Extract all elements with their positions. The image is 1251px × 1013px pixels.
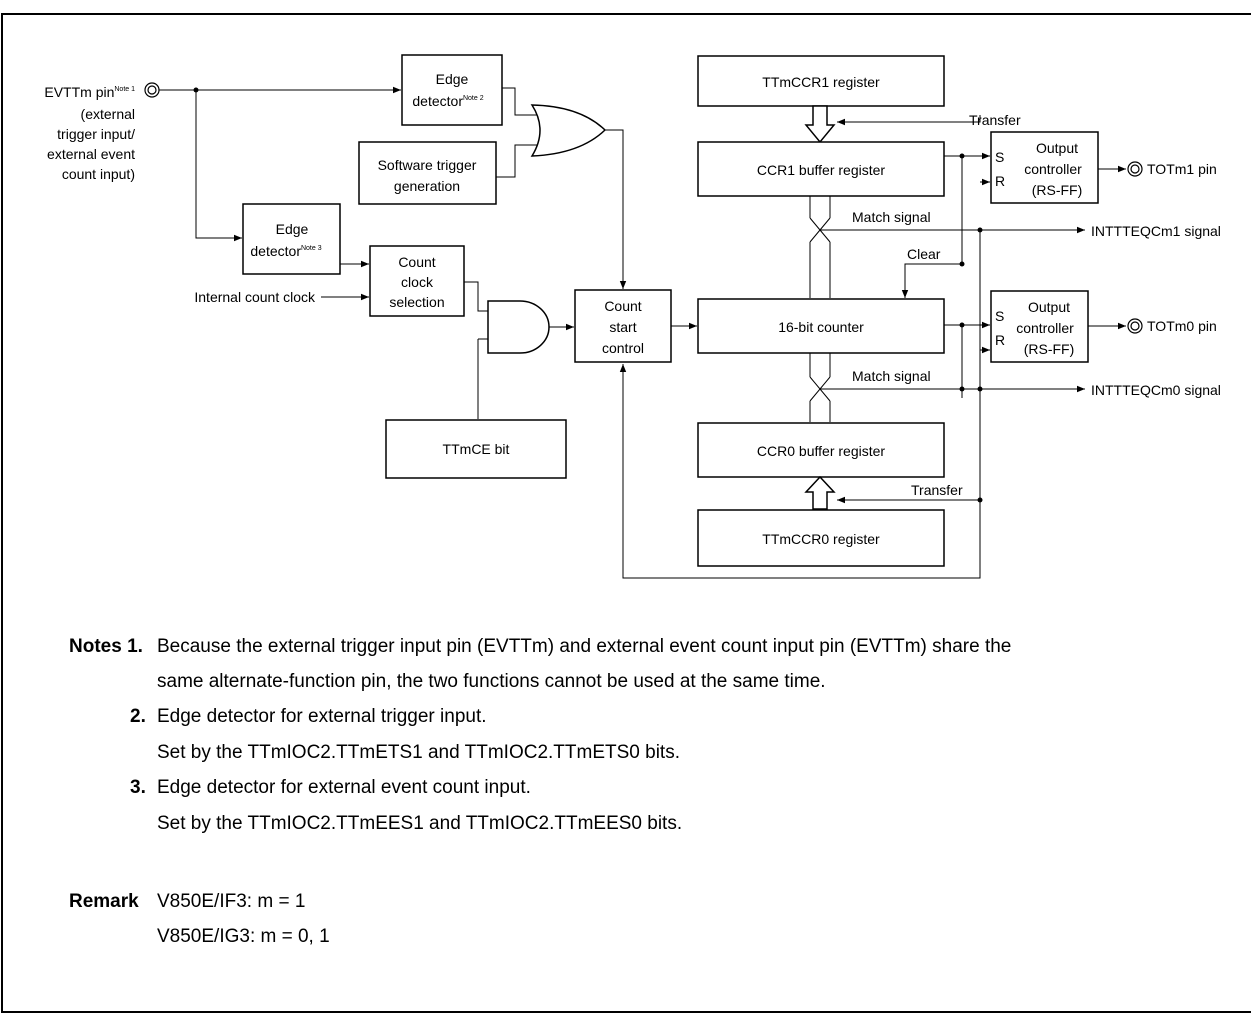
svg-text:CCR1 buffer register: CCR1 buffer register — [757, 162, 885, 178]
note3-line2: Set by the TTmIOC2.TTmEES1 and TTmIOC2.T… — [157, 813, 683, 834]
output-controller-0 — [990, 290, 1089, 363]
svg-text:S: S — [995, 308, 1004, 324]
ttmccr0-register — [697, 509, 945, 567]
svg-text:selection: selection — [389, 294, 444, 310]
count-clock-selection — [369, 245, 465, 317]
comparator-1 — [809, 196, 831, 298]
match-signal-label-0: Match signal — [852, 368, 931, 384]
note2-number: 2. — [130, 706, 146, 727]
internal-count-clock-label: Internal count clock — [194, 289, 316, 305]
totm0-pin-label: TOTm0 pin — [1147, 318, 1217, 334]
svg-text:generation: generation — [394, 178, 460, 194]
svg-text:(RS-FF): (RS-FF) — [1032, 182, 1083, 198]
svg-text:Edge: Edge — [276, 221, 309, 237]
clear-label: Clear — [907, 246, 941, 262]
transfer-label-1: Transfer — [969, 112, 1021, 128]
svg-text:EVTTm pinNote 1: EVTTm pinNote 1 — [44, 84, 135, 100]
note1-line2: same alternate-function pin, the two fun… — [157, 671, 826, 692]
svg-text:Output: Output — [1036, 140, 1078, 156]
edge-detector-event — [242, 203, 341, 275]
totm1-pin-icon — [1127, 161, 1143, 177]
intttteqcm1-signal: INTTTEQCm1 signal — [1091, 223, 1221, 239]
count-start-control — [574, 289, 672, 363]
note2-line1: Edge detector for external trigger input… — [157, 706, 487, 727]
and-gate — [487, 300, 550, 354]
svg-text:CCR0 buffer register: CCR0 buffer register — [757, 443, 885, 459]
svg-text:clock: clock — [401, 274, 434, 290]
totm0-pin-icon — [1127, 318, 1143, 334]
comparator-0 — [809, 353, 831, 422]
ccr0-transfer-arrow — [804, 475, 836, 510]
svg-text:Edge: Edge — [436, 71, 469, 87]
svg-text:16-bit counter: 16-bit counter — [778, 319, 864, 335]
svg-text:detectorNote 3: detectorNote 3 — [250, 243, 321, 259]
svg-text:R: R — [995, 332, 1005, 348]
svg-text:(RS-FF): (RS-FF) — [1024, 341, 1075, 357]
note3-number: 3. — [130, 777, 146, 798]
svg-text:detectorNote 2: detectorNote 2 — [412, 93, 483, 109]
transfer-label-0: Transfer — [911, 482, 963, 498]
remark-line1: V850E/IF3: m = 1 — [157, 891, 306, 912]
svg-text:S: S — [995, 149, 1004, 165]
svg-text:start: start — [609, 319, 636, 335]
svg-text:TTmCCR1 register: TTmCCR1 register — [762, 74, 880, 90]
svg-text:count input): count input) — [62, 166, 135, 182]
svg-text:external event: external event — [47, 146, 135, 162]
svg-text:trigger input/: trigger input/ — [57, 126, 135, 142]
or-gate — [530, 104, 607, 157]
notes-label: Notes 1. — [69, 636, 143, 657]
svg-text:Output: Output — [1028, 299, 1070, 315]
svg-text:R: R — [995, 173, 1005, 189]
svg-text:controller: controller — [1016, 320, 1074, 336]
note2-line2: Set by the TTmIOC2.TTmETS1 and TTmIOC2.T… — [157, 742, 680, 763]
ccr0-buffer-register — [697, 422, 945, 478]
remark-line2: V850E/IG3: m = 0, 1 — [157, 926, 330, 947]
svg-text:Count: Count — [604, 298, 641, 314]
svg-text:control: control — [602, 340, 644, 356]
note3-line1: Edge detector for external event count i… — [157, 777, 531, 798]
block-diagram: EVTTm pinNote 1 (external trigger input/… — [44, 54, 1221, 579]
match-signal-label-1: Match signal — [852, 209, 931, 225]
ccr1-transfer-arrow — [804, 105, 836, 144]
evttm-pin-icon — [144, 82, 160, 98]
ttmce-bit — [385, 419, 567, 479]
ttmccr1-register — [697, 55, 945, 107]
svg-text:TTmCE bit: TTmCE bit — [443, 441, 510, 457]
evttm-pin-label: EVTTm pinNote 1 (external trigger input/… — [44, 84, 135, 182]
svg-text:Count: Count — [398, 254, 435, 270]
svg-text:TTmCCR0 register: TTmCCR0 register — [762, 531, 880, 547]
software-trigger-generation — [358, 141, 497, 205]
output-controller-1 — [990, 131, 1099, 204]
16bit-counter — [697, 298, 945, 354]
remark-label: Remark — [69, 891, 139, 912]
ccr1-buffer-register — [697, 141, 945, 197]
svg-text:(external: (external — [81, 106, 135, 122]
svg-text:Software trigger: Software trigger — [378, 157, 477, 173]
totm1-pin-label: TOTm1 pin — [1147, 161, 1217, 177]
intttteqcm0-signal: INTTTEQCm0 signal — [1091, 382, 1221, 398]
svg-text:controller: controller — [1024, 161, 1082, 177]
note1-line1: Because the external trigger input pin (… — [157, 636, 1012, 657]
edge-detector-trigger — [401, 54, 503, 126]
